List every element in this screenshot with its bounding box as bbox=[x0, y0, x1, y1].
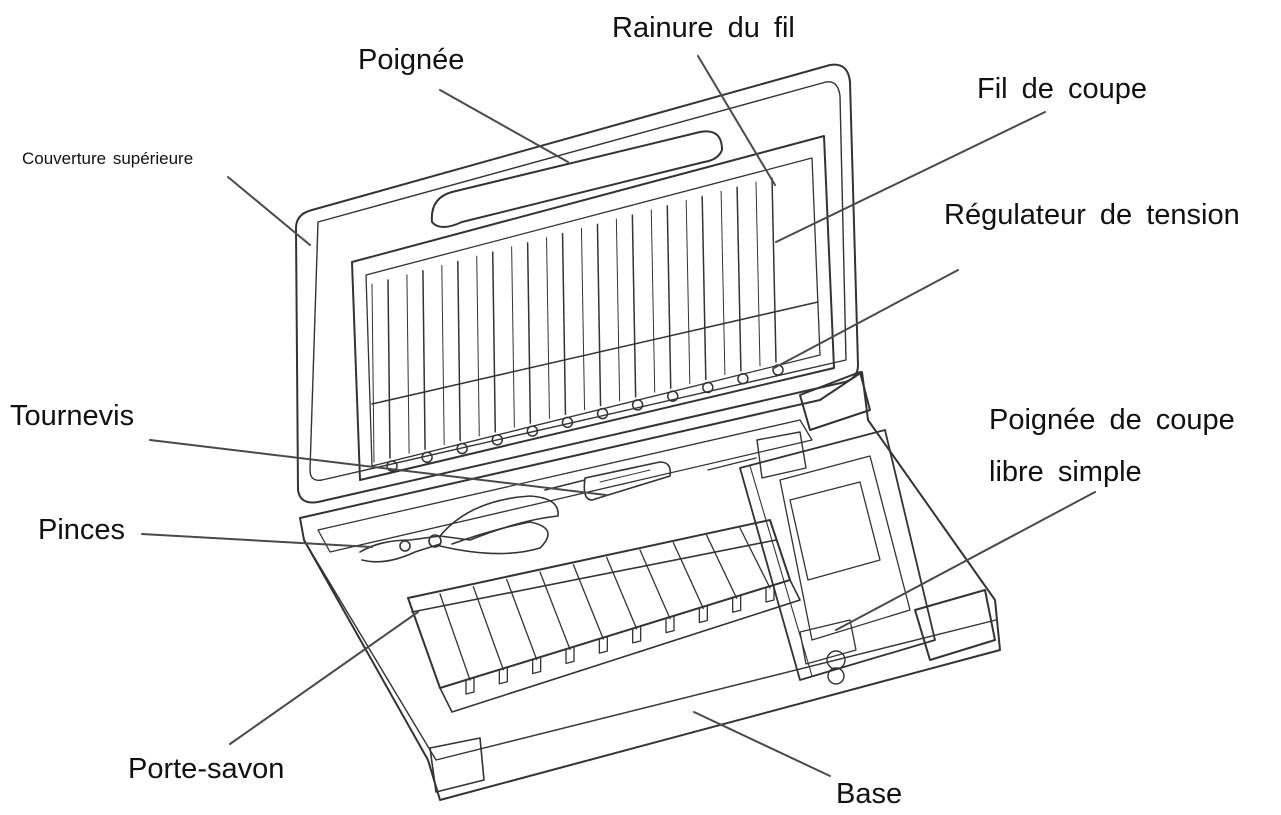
cutting-wire bbox=[666, 205, 672, 389]
tension-screw bbox=[421, 451, 433, 464]
cutting-wire bbox=[771, 177, 777, 363]
soap-holder-slat bbox=[739, 527, 771, 589]
wire-groove-drawing bbox=[371, 177, 819, 472]
wire-groove bbox=[371, 283, 375, 463]
soap-holder-slat bbox=[572, 564, 604, 640]
lid-rail bbox=[371, 301, 819, 405]
cutting-wire bbox=[491, 251, 497, 433]
soap-holder-notch bbox=[665, 616, 675, 634]
label-base: Base bbox=[836, 778, 903, 810]
tension-screw bbox=[386, 460, 398, 472]
soap-holder-notch bbox=[765, 585, 775, 603]
soap-holder-notch bbox=[698, 605, 708, 624]
wire-groove bbox=[406, 274, 410, 454]
leader-lines bbox=[141, 55, 1096, 777]
pliers-drawing bbox=[359, 495, 559, 563]
cutting-wire bbox=[596, 223, 602, 407]
cutting-wire bbox=[387, 279, 391, 459]
tension-screw bbox=[491, 434, 504, 446]
soap-holder-slat bbox=[539, 571, 571, 650]
label-porte-savon: Porte-savon bbox=[128, 753, 285, 785]
leader-line-pinces bbox=[141, 533, 373, 548]
cutting-handle-drawing bbox=[707, 429, 936, 685]
leader-line-porte-savon bbox=[229, 611, 419, 745]
cutting-wire bbox=[526, 242, 532, 424]
leader-line-regulateur-de-tension bbox=[773, 269, 959, 369]
label-poignee: Poignée bbox=[358, 44, 465, 76]
handle-drawing bbox=[430, 130, 723, 228]
tension-screw bbox=[702, 381, 714, 394]
leader-line-rainure-du-fil bbox=[697, 55, 776, 186]
soap-holder-slat bbox=[639, 549, 671, 620]
soap-holder-notch bbox=[732, 595, 742, 613]
soap-holder-notch bbox=[598, 636, 608, 654]
leader-line-tournevis bbox=[149, 439, 607, 496]
leader-line-base bbox=[693, 711, 831, 777]
label-poignee-de-coupe-line1: Poignée de coupe bbox=[989, 404, 1235, 436]
cutting-wire bbox=[422, 269, 426, 451]
label-tournevis: Tournevis bbox=[10, 400, 135, 432]
cutting-wire bbox=[457, 260, 461, 442]
wire-groove bbox=[511, 246, 515, 428]
wire-groove bbox=[615, 218, 621, 402]
wire-groove bbox=[685, 200, 691, 384]
leader-line-poignee-de-coupe bbox=[835, 491, 1096, 631]
base-drawing bbox=[299, 371, 1001, 801]
soap-holder-slat bbox=[606, 556, 638, 630]
wire-groove bbox=[650, 209, 656, 393]
soap-holder-slat bbox=[672, 542, 704, 610]
cutting-wire bbox=[631, 214, 637, 398]
top-cover-drawing bbox=[295, 63, 859, 504]
tension-screw bbox=[456, 442, 468, 455]
leader-line-couverture-superieure bbox=[227, 176, 311, 246]
soap-holder-slats bbox=[439, 527, 775, 695]
leader-line-poignee bbox=[439, 89, 569, 163]
label-couverture-superieure: Couverture supérieure bbox=[22, 149, 194, 168]
leader-line-fil-de-coupe bbox=[775, 111, 1046, 243]
soap-holder-notch bbox=[498, 667, 508, 685]
wire-groove bbox=[755, 181, 761, 367]
wire-groove bbox=[441, 264, 445, 446]
label-poignee-de-coupe-line2: libre simple bbox=[989, 456, 1142, 488]
soap-holder-slat bbox=[439, 593, 471, 681]
tension-screw bbox=[666, 390, 679, 402]
tension-screw bbox=[596, 407, 609, 420]
wire-groove bbox=[720, 190, 726, 376]
cutting-wire bbox=[561, 232, 567, 416]
screwdriver-drawing bbox=[544, 461, 672, 501]
soap-holder-slat bbox=[706, 534, 738, 599]
soap-holder-notch bbox=[632, 626, 642, 644]
soap-holder-notch bbox=[532, 656, 542, 675]
soap-holder-notch bbox=[465, 677, 475, 695]
soap-holder-notch bbox=[565, 646, 575, 664]
soap-holder-slat bbox=[506, 578, 538, 661]
tension-screw bbox=[561, 416, 574, 429]
wire-groove bbox=[580, 227, 586, 411]
label-regulateur-de-tension: Régulateur de tension bbox=[944, 199, 1240, 231]
wire-groove bbox=[546, 237, 550, 419]
label-rainure-du-fil: Rainure du fil bbox=[612, 12, 795, 44]
cutting-wire bbox=[736, 186, 742, 372]
tension-screw bbox=[737, 372, 749, 385]
cutting-wire bbox=[701, 195, 707, 381]
soap-holder-slat bbox=[472, 586, 504, 671]
tension-screw bbox=[526, 425, 539, 437]
label-pinces: Pinces bbox=[38, 514, 126, 546]
wire-groove bbox=[476, 255, 480, 437]
tension-screw bbox=[631, 399, 644, 411]
label-fil-de-coupe: Fil de coupe bbox=[977, 73, 1147, 105]
